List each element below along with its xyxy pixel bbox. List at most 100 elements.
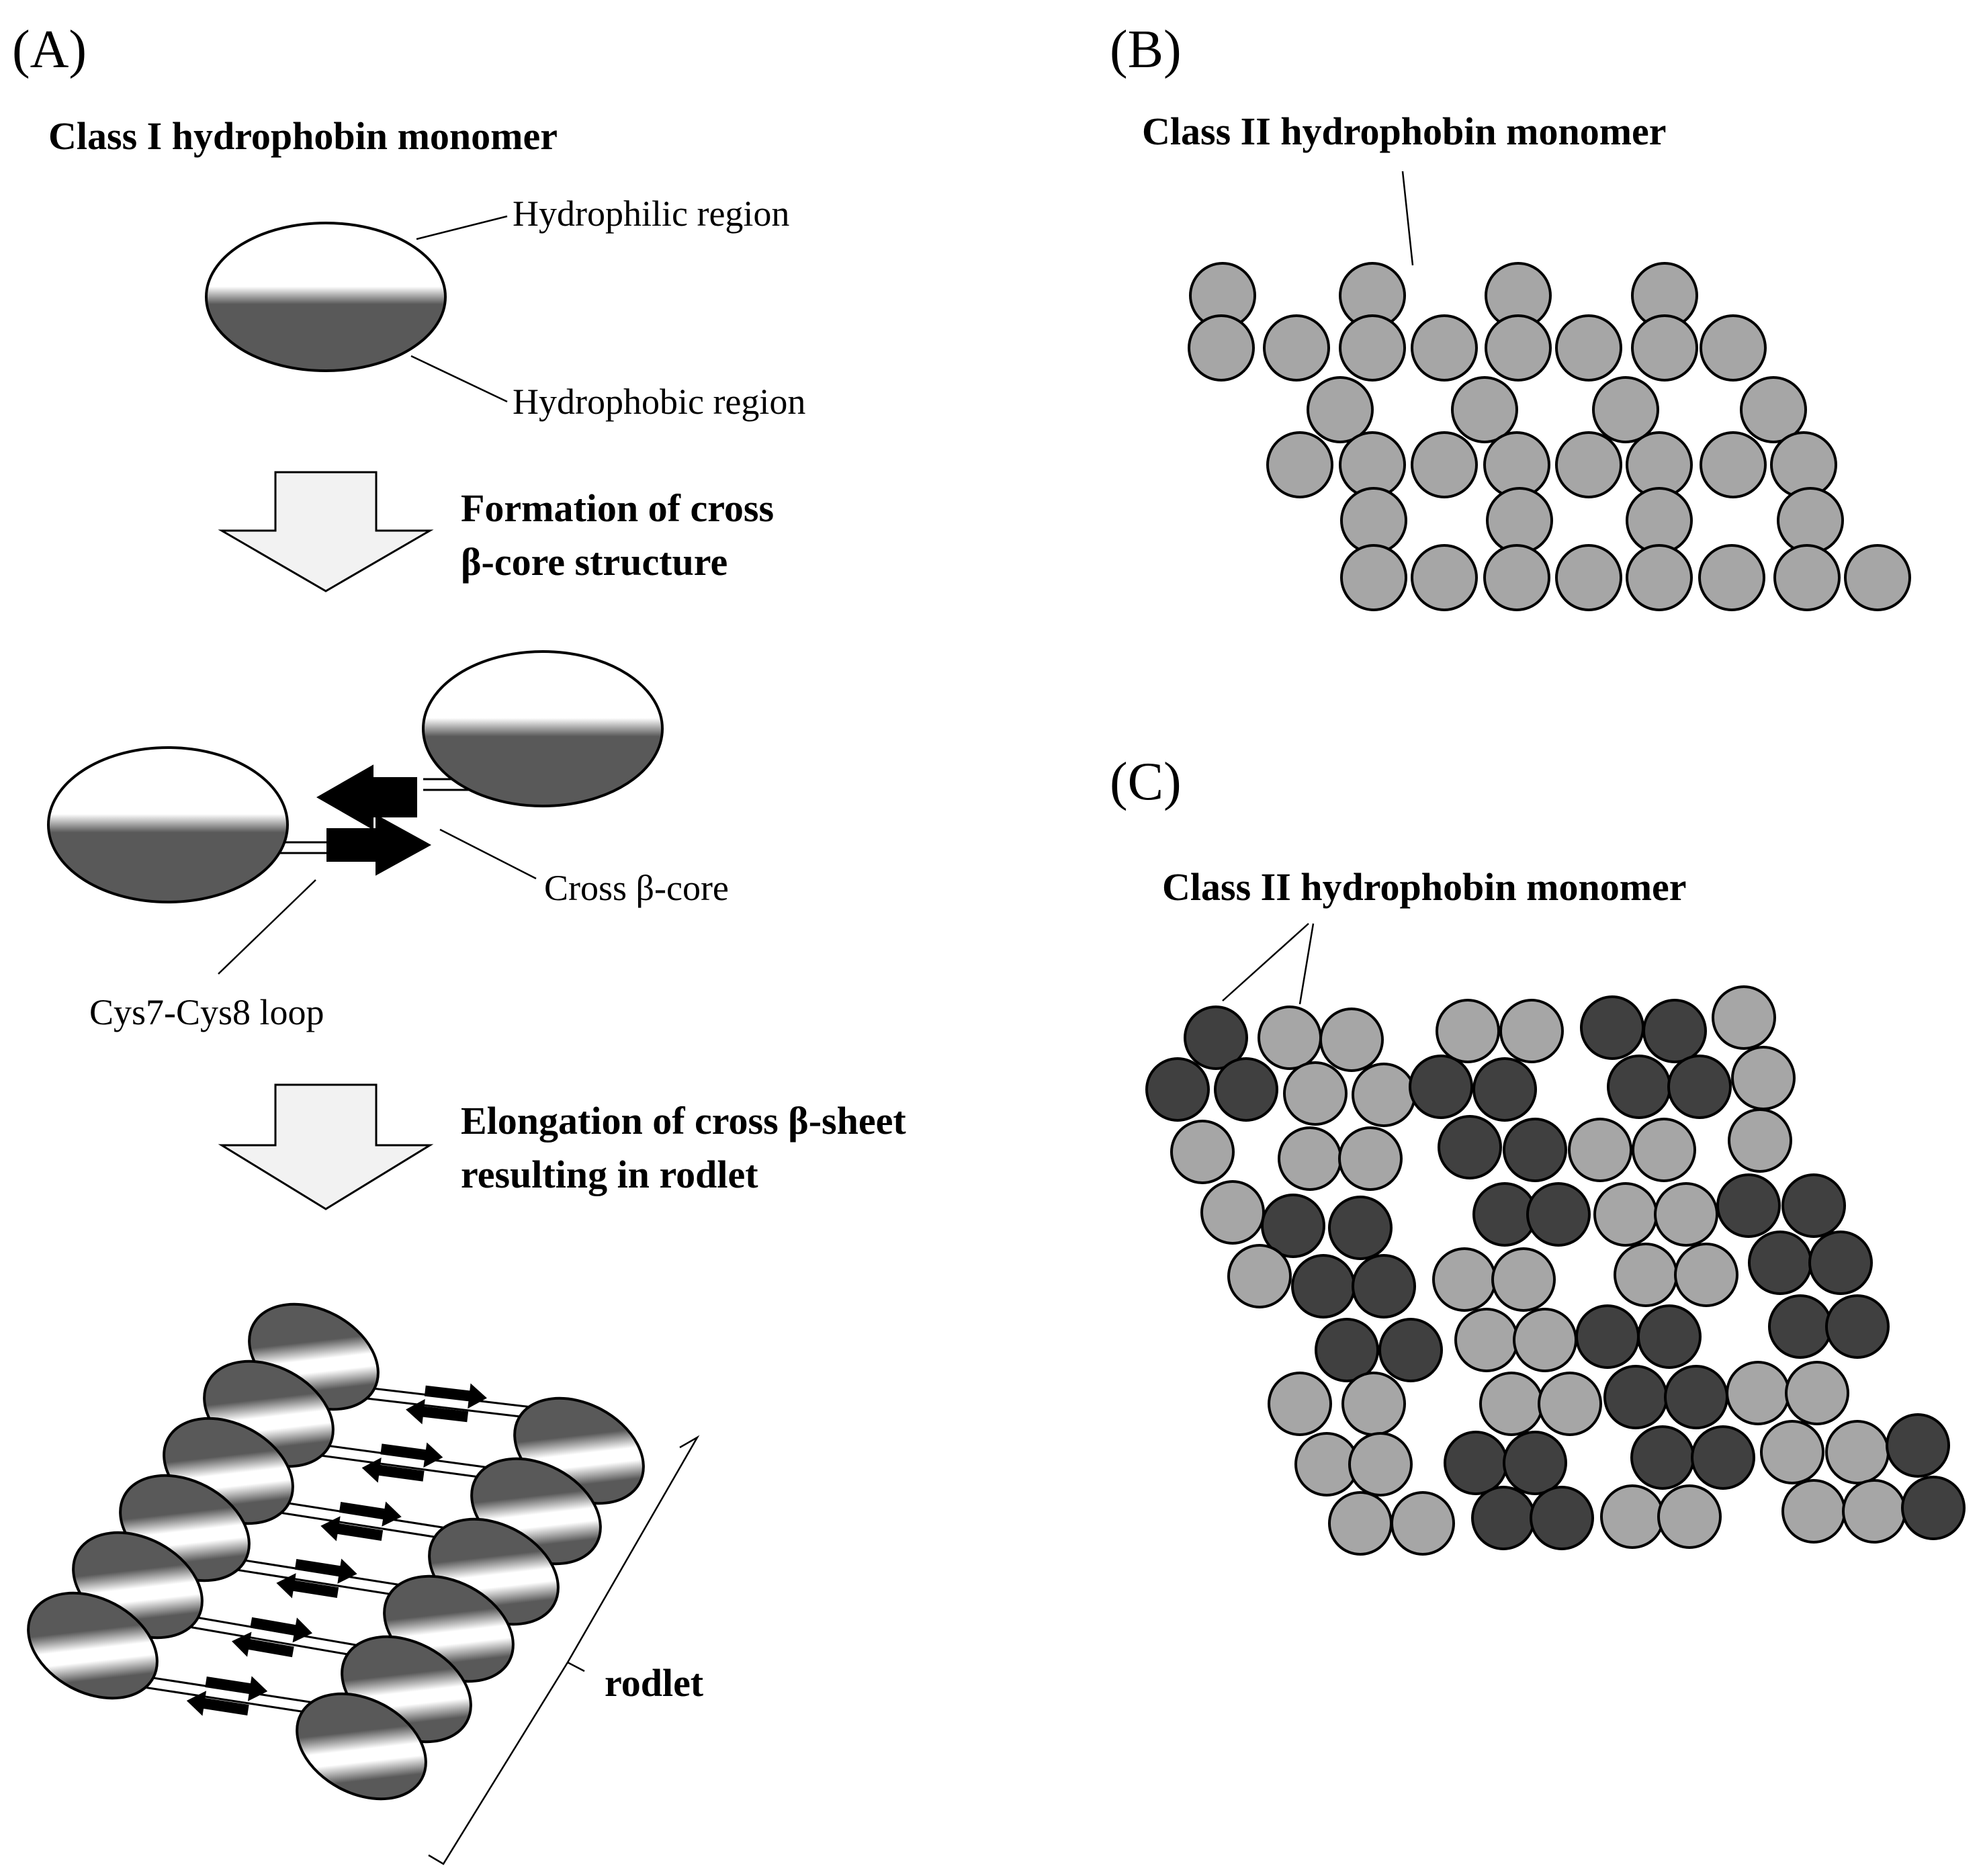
panel-c-monomer-lattice <box>1145 985 1966 1556</box>
panel-b-monomer-lattice <box>1188 262 1911 611</box>
dark-monomer <box>1145 1057 1210 1122</box>
rodlet-rail <box>360 1396 533 1419</box>
dark-monomer <box>1352 1254 1416 1319</box>
light-monomer <box>1436 999 1500 1063</box>
dark-monomer <box>1214 1057 1278 1122</box>
cys-loop-label: Cys7-Cys8 loop <box>89 992 324 1032</box>
dark-monomer <box>1444 1431 1508 1495</box>
rodlet-label: rodlet <box>605 1661 704 1705</box>
panel-c-leader-line-1 <box>1222 923 1309 1001</box>
light-monomer <box>1538 1372 1602 1436</box>
light-monomer <box>1319 1008 1384 1072</box>
dark-monomer <box>1438 1115 1502 1179</box>
class-ii-monomer <box>1485 314 1552 382</box>
beta-strand-arrow <box>205 1676 268 1701</box>
dark-monomer <box>1580 995 1644 1060</box>
class-ii-monomer <box>1631 314 1698 382</box>
dark-monomer <box>1603 1365 1668 1429</box>
cross-beta-strand-upper <box>316 764 417 830</box>
light-monomer <box>1785 1361 1849 1425</box>
cross-core-leader-line <box>439 828 537 880</box>
class-ii-monomer <box>1777 487 1844 554</box>
class-ii-monomer <box>1483 544 1550 611</box>
light-monomer <box>1341 1372 1406 1436</box>
cross-beta-core-label: Cross β-core <box>544 868 729 908</box>
class-ii-monomer <box>1770 431 1837 498</box>
class-ii-monomer <box>1411 431 1478 498</box>
formation-step-label-line2: β-core structure <box>461 540 728 584</box>
dark-monomer <box>1409 1055 1473 1119</box>
dark-monomer <box>1808 1231 1873 1295</box>
light-monomer <box>1227 1244 1292 1308</box>
dark-monomer <box>1637 1304 1702 1369</box>
panel-b-leader-line <box>1401 171 1414 266</box>
beta-strand-arrow <box>276 1573 339 1599</box>
beta-strand-arrow <box>424 1383 487 1409</box>
panel-b-label: (B) <box>1110 20 1182 79</box>
class-ii-monomer <box>1740 376 1807 443</box>
light-monomer <box>1760 1420 1824 1484</box>
light-monomer <box>1268 1372 1332 1436</box>
light-monomer <box>1454 1308 1519 1372</box>
dark-monomer <box>1378 1318 1443 1382</box>
dark-monomer <box>1781 1173 1846 1238</box>
rodlet-rail <box>139 1685 315 1715</box>
class-ii-monomer <box>1307 376 1374 443</box>
panel-b-title: Class II hydrophobin monomer <box>1142 109 1667 153</box>
panel-a: (A) Class I hydrophobin monomer Hydrophi… <box>12 20 906 1865</box>
dark-monomer <box>1471 1486 1536 1550</box>
formation-step-label-line1: Formation of cross <box>461 486 774 530</box>
dark-monomer <box>1526 1182 1591 1247</box>
beta-strand-arrow <box>294 1558 357 1584</box>
dark-monomer <box>1503 1118 1567 1182</box>
elongation-step-label-line2: resulting in rodlet <box>461 1153 758 1196</box>
dark-monomer <box>1575 1304 1640 1369</box>
class-ii-monomer <box>1698 544 1765 611</box>
loop-leader-line <box>218 879 316 975</box>
rodlet-bracket <box>428 1435 700 1865</box>
elongation-step-arrow <box>218 1083 434 1210</box>
rodlet-rail <box>315 1454 490 1480</box>
dark-monomer <box>1530 1486 1594 1550</box>
light-monomer <box>1657 1484 1722 1549</box>
class-ii-monomer <box>1700 314 1767 382</box>
rodlet-monomer <box>27 1591 159 1700</box>
light-monomer <box>1781 1479 1846 1544</box>
panel-c-title: Class II hydrophobin monomer <box>1162 865 1687 909</box>
class-ii-monomer <box>1451 376 1518 443</box>
light-monomer <box>1432 1247 1497 1312</box>
class-ii-monomer <box>1592 376 1659 443</box>
dimer-monomer-right <box>422 650 664 807</box>
dark-monomer <box>1667 1055 1732 1119</box>
beta-strand-arrow <box>339 1501 402 1527</box>
light-monomer <box>1728 1108 1792 1173</box>
light-monomer <box>1352 1063 1416 1127</box>
panel-a-label: (A) <box>12 20 87 79</box>
class-i-monomer <box>205 222 447 372</box>
rodlet-rail <box>275 1511 447 1540</box>
light-monomer <box>1731 1046 1796 1110</box>
class-ii-monomer <box>1626 544 1693 611</box>
light-monomer <box>1499 999 1564 1063</box>
dark-monomer <box>1503 1431 1567 1495</box>
dark-monomer <box>1716 1173 1781 1238</box>
dark-monomer <box>1472 1057 1537 1122</box>
light-monomer <box>1338 1126 1403 1191</box>
panel-b: (B) Class II hydrophobin monomer <box>1110 20 1911 611</box>
dark-monomer <box>1328 1196 1393 1260</box>
light-monomer <box>1278 1126 1342 1191</box>
light-monomer <box>1600 1484 1665 1549</box>
dark-monomer <box>1664 1365 1728 1429</box>
light-monomer <box>1491 1247 1556 1312</box>
light-monomer <box>1726 1361 1790 1425</box>
elongation-step-label-line1: Elongation of cross β-sheet <box>461 1099 906 1143</box>
light-monomer <box>1258 1006 1322 1070</box>
class-ii-monomer <box>1700 431 1767 498</box>
cross-beta-strand-lower <box>326 814 432 876</box>
dark-monomer <box>1630 1425 1695 1490</box>
dimer-monomer-left <box>47 746 289 903</box>
light-monomer <box>1712 985 1776 1050</box>
light-monomer <box>1328 1491 1393 1556</box>
